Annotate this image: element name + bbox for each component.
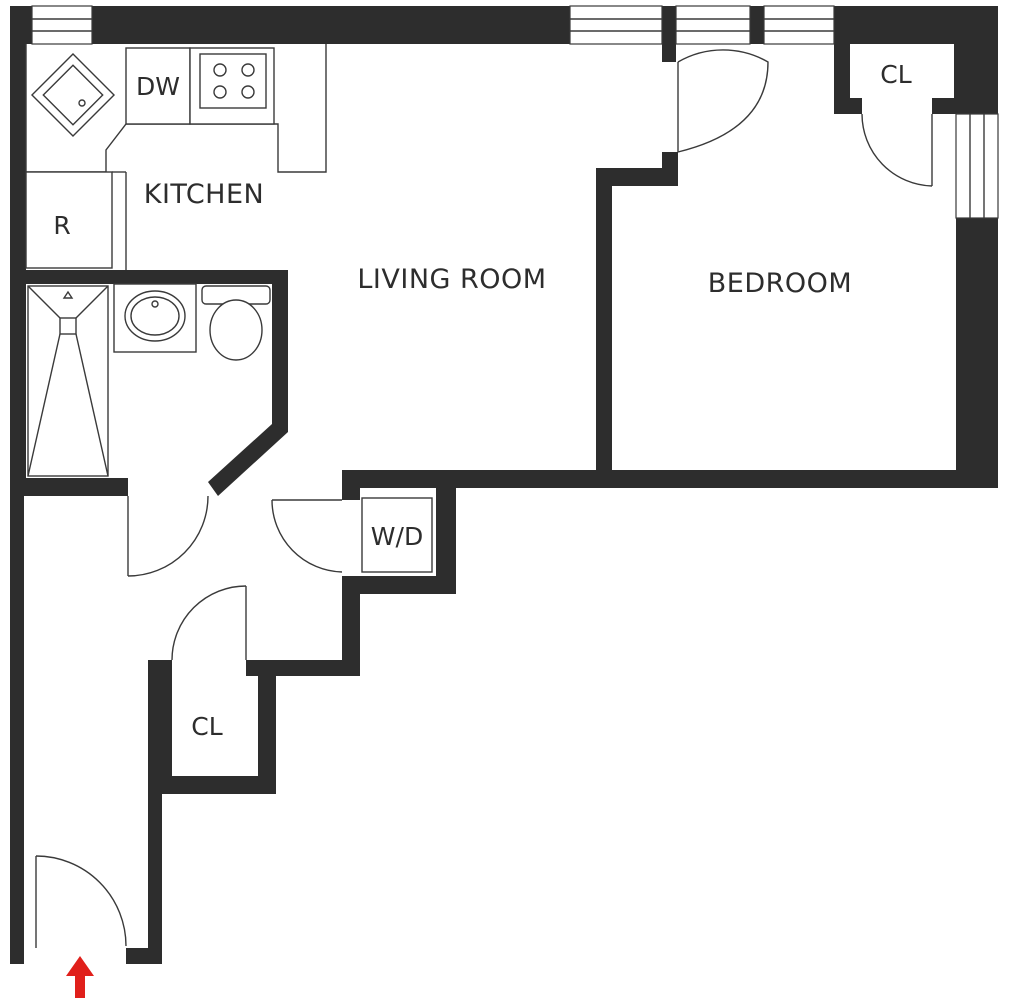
sink-icon [30,52,116,138]
bedroom-label: BEDROOM [708,268,852,299]
washer-dryer-unit [361,497,433,573]
toilet-icon [201,285,271,361]
washer-dryer-label: W/D [371,522,423,551]
refrigerator-label: R [53,211,70,240]
living-room-label: LIVING ROOM [357,264,546,295]
doors [35,49,933,948]
shower-icon [27,285,109,477]
bathroom-fixtures [27,283,271,477]
hall-closet-label: CL [191,712,222,741]
kitchen-fixtures [25,44,327,270]
bath-sink-icon [113,283,197,353]
stove-icon [189,47,275,125]
walls [10,6,998,964]
kitchen-label: KITCHEN [144,179,265,210]
dishwasher-label: DW [136,72,180,101]
entry-arrow-icon [66,956,94,998]
bedroom-closet-label: CL [880,60,911,89]
windows [31,5,999,219]
